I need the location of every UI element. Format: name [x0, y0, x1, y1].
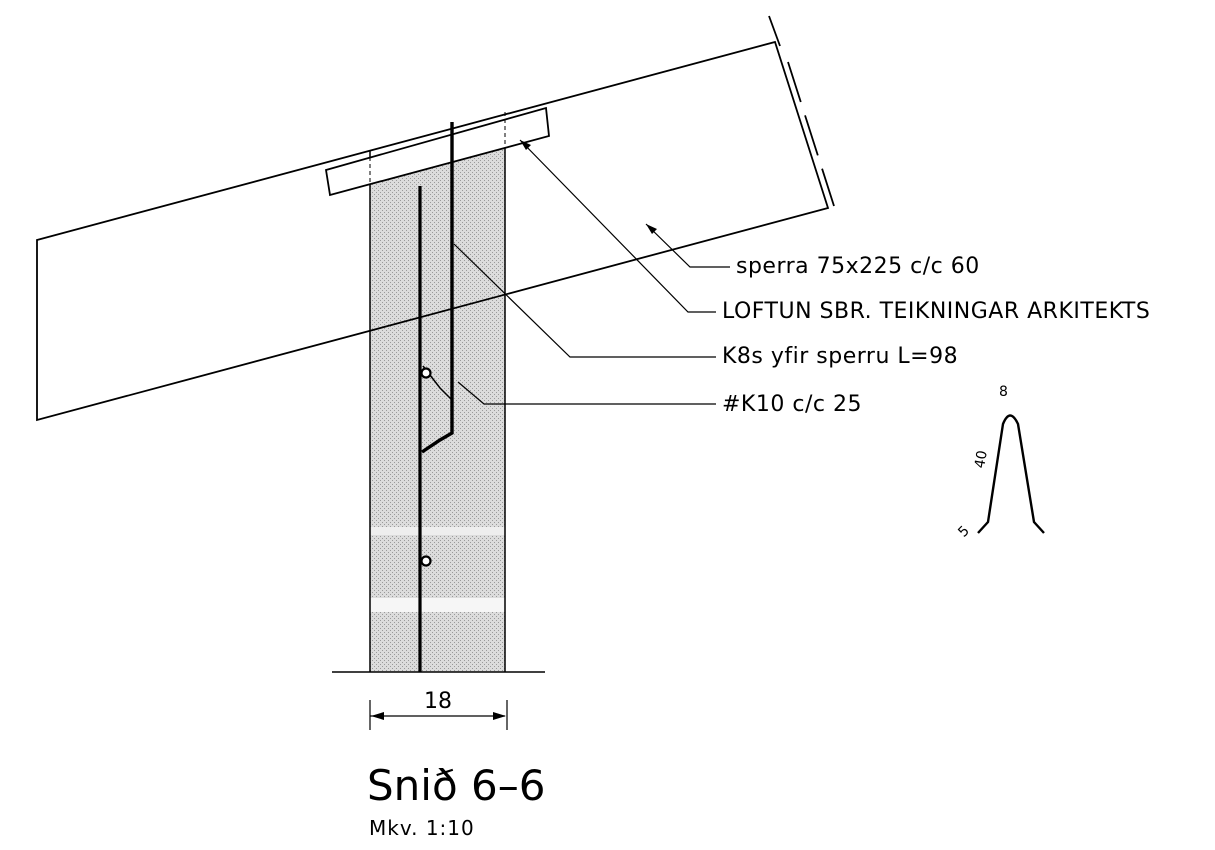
longitudinal-bar-lower: [420, 555, 432, 567]
bar-shape-leg-length: 40: [972, 449, 991, 470]
callout-mesh: #K10 c/c 25: [722, 392, 862, 417]
callout-strap: K8s yfir sperru L=98: [722, 344, 959, 369]
dim-arrow-right: [493, 712, 506, 720]
bar-shape-detail: [977, 414, 1045, 534]
rafter-end-mark: [768, 15, 781, 47]
bar-shape-top-length: 8: [999, 384, 1008, 400]
wall-light-band-1: [370, 527, 505, 535]
rafter-break-line: [787, 61, 835, 207]
callout-rafter: sperra 75x225 c/c 60: [736, 254, 980, 279]
rafter-outline: [36, 40, 830, 422]
leader-ventilation: [519, 139, 716, 313]
wall-light-band-2: [370, 598, 505, 612]
section-title: Snið 6–6: [367, 761, 546, 810]
wall-width-dimension: 18: [424, 689, 452, 714]
dim-arrow-left: [371, 712, 384, 720]
leader-rafter-arrow: [646, 224, 657, 234]
longitudinal-bar-upper: [420, 367, 432, 379]
leader-ventilation-arrow: [520, 140, 531, 150]
wall-plate: [324, 106, 550, 197]
section-scale: Mkv. 1:10: [369, 816, 475, 840]
concrete-wall-fill: [370, 140, 505, 672]
leader-rafter: [645, 223, 730, 268]
leader-mesh: [457, 381, 716, 405]
leader-strap: [453, 243, 716, 358]
strap-k8s: [421, 122, 454, 454]
callout-ventilation: LOFTUN SBR. TEIKNINGAR ARKITEKTS: [722, 299, 1151, 324]
